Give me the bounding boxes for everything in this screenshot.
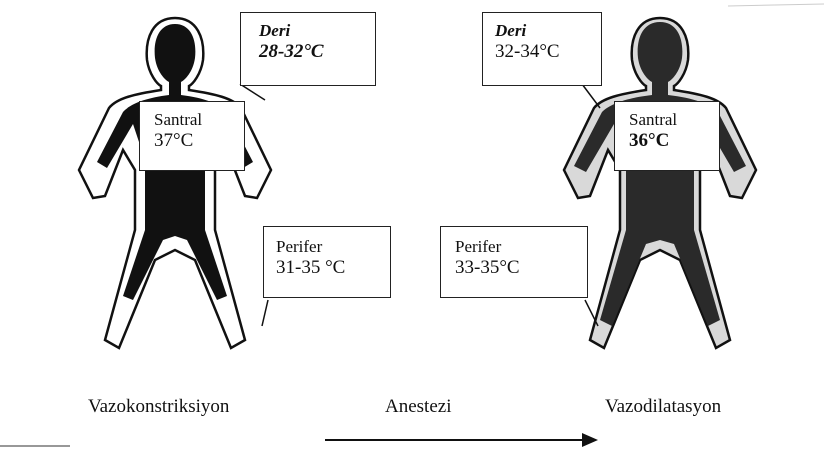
caption-vasodilatation: Vazodilatasyon <box>605 396 721 418</box>
right-core-label: Santral 36°C <box>614 101 720 171</box>
anesthesia-arrow-head <box>582 433 598 447</box>
left-skin-title: Deri <box>259 21 375 41</box>
right-periphery-title: Perifer <box>455 237 587 257</box>
right-skin-leader <box>582 84 600 108</box>
right-skin-title: Deri <box>495 21 601 41</box>
top-edge-line <box>728 4 824 6</box>
left-skin-leader <box>240 84 265 100</box>
left-skin-value: 28-32°C <box>259 41 375 63</box>
right-skin-value: 32-34°C <box>495 41 601 63</box>
left-periphery-leader <box>262 300 268 326</box>
left-periphery-title: Perifer <box>276 237 390 257</box>
right-skin-label: Deri 32-34°C <box>482 12 602 86</box>
right-periphery-value: 33-35°C <box>455 257 587 279</box>
left-periphery-label: Perifer 31-35 °C <box>263 226 391 298</box>
left-periphery-value: 31-35 °C <box>276 257 390 279</box>
right-core-title: Santral <box>629 110 719 130</box>
left-skin-label: Deri 28-32°C <box>240 12 376 86</box>
left-core-value: 37°C <box>154 130 244 152</box>
right-core-value: 36°C <box>629 130 719 152</box>
right-periphery-label: Perifer 33-35°C <box>440 226 588 298</box>
left-core-label: Santral 37°C <box>139 101 245 171</box>
caption-anesthesia: Anestezi <box>385 396 451 418</box>
left-core-title: Santral <box>154 110 244 130</box>
caption-vasoconstriction: Vazokonstriksiyon <box>88 396 229 418</box>
right-periphery-leader <box>585 300 598 326</box>
